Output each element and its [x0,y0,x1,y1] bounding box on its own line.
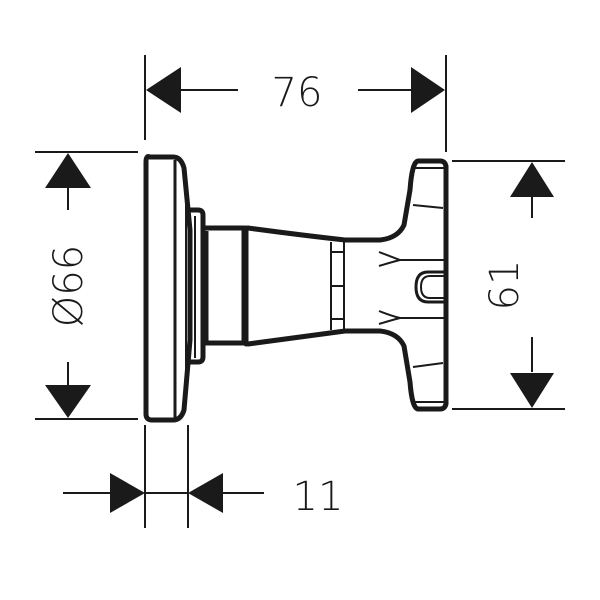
dimension-diameter-66: Ø66 [45,153,92,418]
arrow-left-icon [146,67,181,113]
extension-lines [35,55,565,528]
dimension-11: 11 [63,473,343,520]
dimension-label-11: 11 [293,474,344,520]
dimension-label-diameter-66: Ø66 [46,245,92,327]
dimension-61: 61 [482,162,554,408]
arrow-right-icon [411,67,445,113]
arrow-right-icon [110,473,145,513]
arrow-left-icon [188,473,223,513]
dimension-76: 76 [146,67,445,116]
dimension-label-76: 76 [272,70,323,116]
arrow-down-icon [45,385,91,418]
arrow-up-icon [45,153,91,188]
groove-marks [378,251,444,325]
arrow-down-icon [510,373,554,408]
dimension-label-61: 61 [482,260,528,311]
grip-band [330,242,345,330]
part-outline [143,154,449,423]
rosette [143,154,193,423]
indicator-notch [414,270,444,304]
arrow-up-icon [510,162,554,197]
